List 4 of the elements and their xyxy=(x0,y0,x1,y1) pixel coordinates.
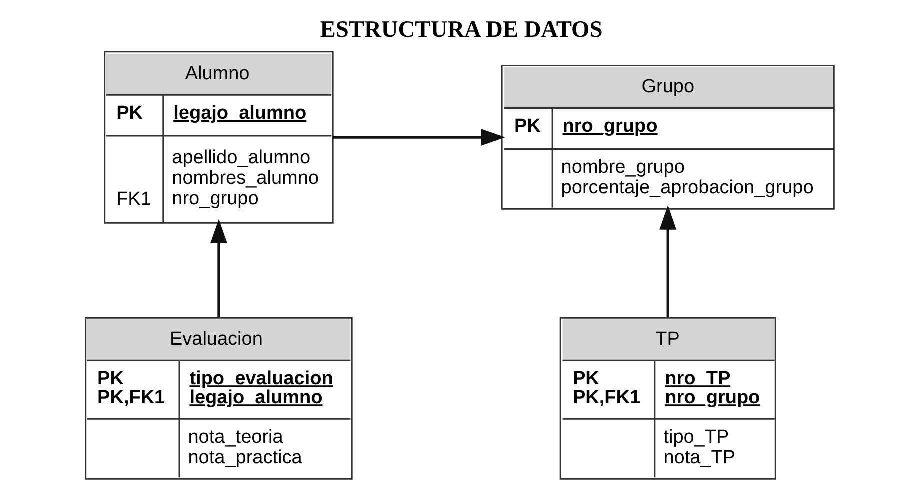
arrow xyxy=(210,219,227,318)
diagram-title: ESTRUCTURA DE DATOS xyxy=(320,17,602,44)
arrow xyxy=(659,206,676,318)
arrow xyxy=(332,129,505,146)
